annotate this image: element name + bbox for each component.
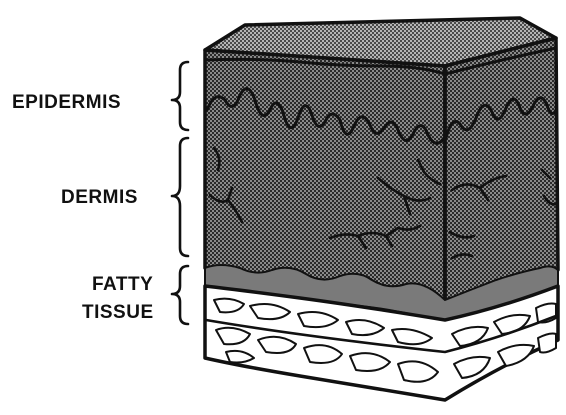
fatty-tissue-label-line1: FATTY <box>92 274 153 295</box>
fatty-tissue-label-line2: TISSUE <box>82 302 154 323</box>
fatty-tissue-brace <box>172 266 188 324</box>
cube-right-face <box>445 38 558 300</box>
dermis-label: DERMIS <box>61 187 138 208</box>
dermis-brace <box>172 138 188 256</box>
epidermis-label: EPIDERMIS <box>12 92 121 113</box>
cube-front-face <box>205 50 445 300</box>
epidermis-brace <box>172 62 188 130</box>
fat-cell <box>538 334 556 353</box>
